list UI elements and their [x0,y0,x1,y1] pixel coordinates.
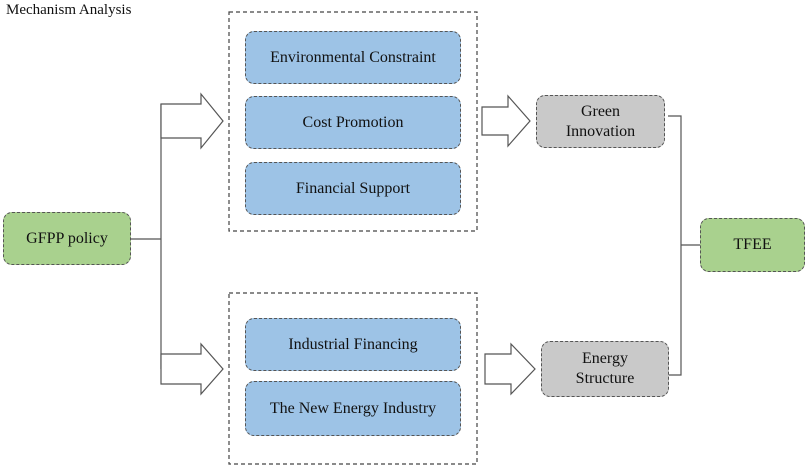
arrow-to-top-group [160,92,224,150]
new-energy-industry-label: The New Energy Industry [269,399,437,417]
green-innovation-label-line1: Green [580,102,621,120]
diagram-title: Mechanism Analysis [6,2,132,18]
arrow-to-energy-structure [484,342,536,396]
cost-promotion-label: Cost Promotion [302,113,404,131]
industrial-financing-node: Industrial Financing [245,318,461,371]
tfee-bracket [668,115,682,376]
tfee-node: TFEE [700,218,805,272]
green-innovation-node: Green Innovation [536,95,665,148]
industrial-financing-label: Industrial Financing [288,335,418,353]
gfpp-policy-node: GFPP policy [3,212,131,265]
top-group-container [228,11,478,232]
cost-promotion-node: Cost Promotion [245,96,461,149]
gfpp-policy-label: GFPP policy [26,229,108,247]
environmental-constraint-label: Environmental Constraint [270,48,436,66]
arrow-to-bottom-group [160,342,224,396]
arrow-to-green-innovation [481,94,531,148]
energy-structure-label-line2: Structure [575,370,635,387]
environmental-constraint-node: Environmental Constraint [245,31,461,84]
new-energy-industry-node: The New Energy Industry [245,381,461,436]
green-innovation-label-line2: Innovation [565,122,636,140]
energy-structure-label-line1: Energy [582,350,628,367]
energy-structure-node: Energy Structure [541,341,669,397]
financial-support-node: Financial Support [245,162,461,215]
bottom-group-container [228,292,478,465]
financial-support-label: Financial Support [295,179,411,197]
tfee-label: TFEE [733,236,772,253]
